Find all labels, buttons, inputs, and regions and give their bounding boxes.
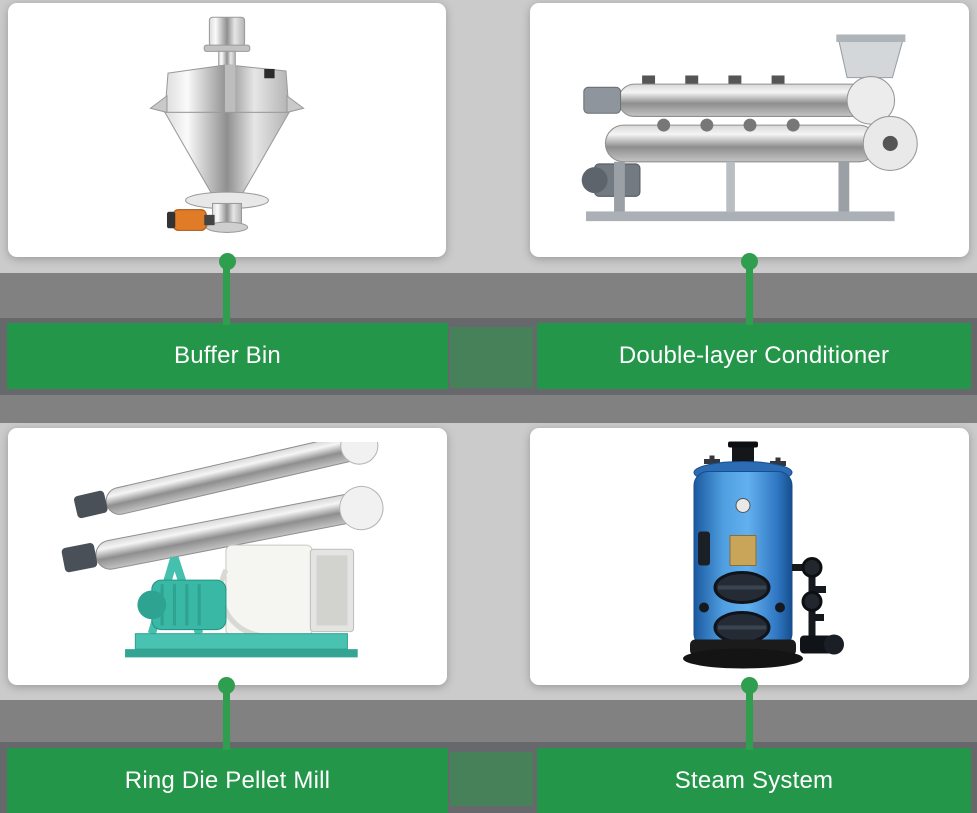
connector-dot-steam-system	[741, 677, 758, 694]
steam-system-illustration	[683, 441, 844, 668]
connector-line-steam-system	[746, 686, 753, 750]
connector-dot-conditioner	[741, 253, 758, 270]
label-steam-system: Steam System	[674, 766, 834, 794]
card-double-layer-conditioner	[530, 3, 969, 257]
ring-die-pellet-mill-illustration	[61, 441, 384, 657]
card-steam-system	[530, 428, 969, 685]
connector-line-buffer-bin	[223, 262, 230, 325]
label-bar-buffer-bin: Buffer Bin	[7, 323, 448, 389]
label-conditioner: Double-layer Conditioner	[618, 342, 890, 369]
label-bar-pellet-mill: Ring Die Pellet Mill	[7, 748, 448, 813]
label-pellet-mill: Ring Die Pellet Mill	[124, 766, 331, 794]
connector-line-conditioner	[746, 262, 753, 325]
label-bar-connector-row2	[450, 752, 533, 806]
label-bar-connector-row1	[450, 327, 533, 388]
label-bar-conditioner: Double-layer Conditioner	[537, 323, 971, 389]
double-layer-conditioner-illustration	[581, 33, 918, 221]
card-buffer-bin	[8, 3, 446, 257]
connector-dot-buffer-bin	[219, 253, 236, 270]
label-buffer-bin: Buffer Bin	[174, 342, 281, 369]
card-ring-die-pellet-mill	[8, 428, 447, 685]
label-bar-steam-system: Steam System	[537, 748, 971, 813]
connector-line-pellet-mill	[223, 686, 230, 750]
connector-dot-pellet-mill	[218, 677, 235, 694]
buffer-bin-illustration	[149, 16, 305, 233]
